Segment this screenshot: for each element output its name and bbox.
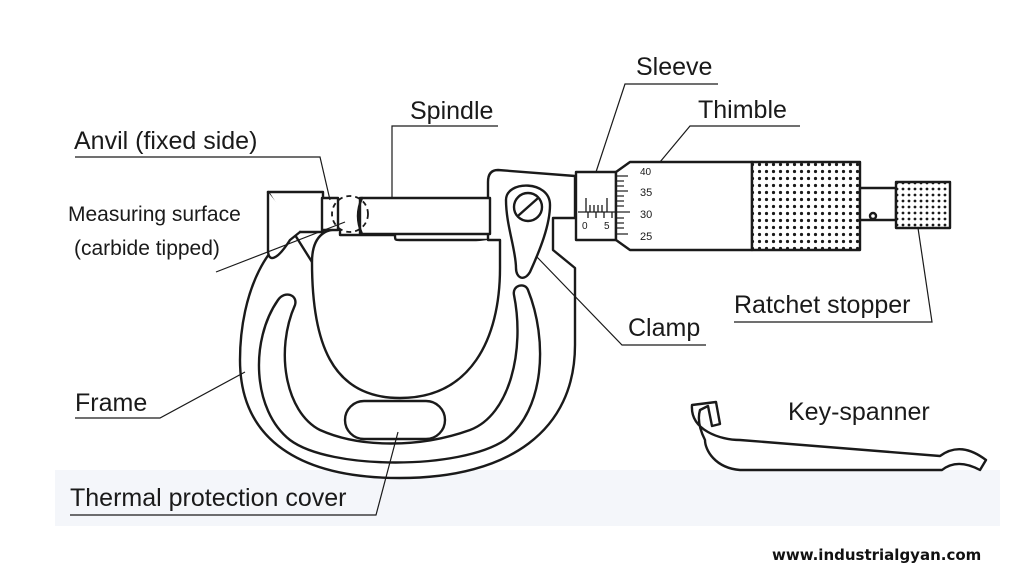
label-frame: Frame: [75, 389, 148, 417]
sleeve-tick-0: 0: [582, 221, 588, 232]
leader-sleeve: [595, 83, 718, 173]
ratchet-shaft: [858, 186, 898, 222]
leader-clamp: [535, 255, 706, 346]
label-anvil: Anvil (fixed side): [74, 127, 258, 155]
label-measuring-surface-2: (carbide tipped): [74, 237, 220, 260]
frame-inner-cutout: [310, 238, 502, 400]
leader-measuring-surface: [215, 221, 346, 273]
leader-thimble: [659, 125, 800, 163]
measuring-surface-marker: [331, 195, 369, 233]
ratchet-screw: [868, 211, 878, 221]
label-key-spanner: Key-spanner: [788, 398, 930, 426]
label-measuring-surface-1: Measuring surface: [68, 203, 241, 226]
spindle: [358, 196, 492, 236]
thimble-tick-35: 35: [640, 187, 652, 199]
thimble: [614, 160, 754, 252]
site-credit: www.industrialgyan.com: [772, 546, 982, 564]
grip-slot: [343, 399, 447, 441]
leader-ratchet: [734, 227, 933, 323]
leader-frame: [75, 371, 246, 419]
sleeve: [574, 170, 618, 242]
label-sleeve: Sleeve: [636, 53, 713, 81]
leader-anvil: [75, 156, 331, 201]
thimble-tick-30: 30: [640, 209, 652, 221]
thimble-tick-40: 40: [640, 167, 652, 178]
key-spanner-shape: [690, 400, 988, 472]
label-ratchet-stopper: Ratchet stopper: [734, 291, 911, 319]
label-clamp: Clamp: [628, 314, 701, 342]
thimble-knurled-grip: [750, 160, 862, 252]
thimble-tick-25: 25: [640, 231, 652, 243]
leader-thermal-cover: [70, 431, 399, 516]
label-spindle: Spindle: [410, 97, 494, 125]
ratchet-knob: [894, 180, 952, 230]
label-thermal-cover: Thermal protection cover: [70, 484, 347, 512]
label-thimble: Thimble: [698, 96, 787, 124]
frame-anvil-boss: [266, 190, 302, 260]
leader-spindle: [391, 125, 498, 198]
background-panel: [55, 470, 1000, 526]
clamp-screw-slot: [517, 197, 539, 217]
spindle-tip: [356, 196, 364, 236]
sleeve-tick-5: 5: [604, 221, 610, 232]
thermal-cover-outline: [257, 284, 542, 464]
